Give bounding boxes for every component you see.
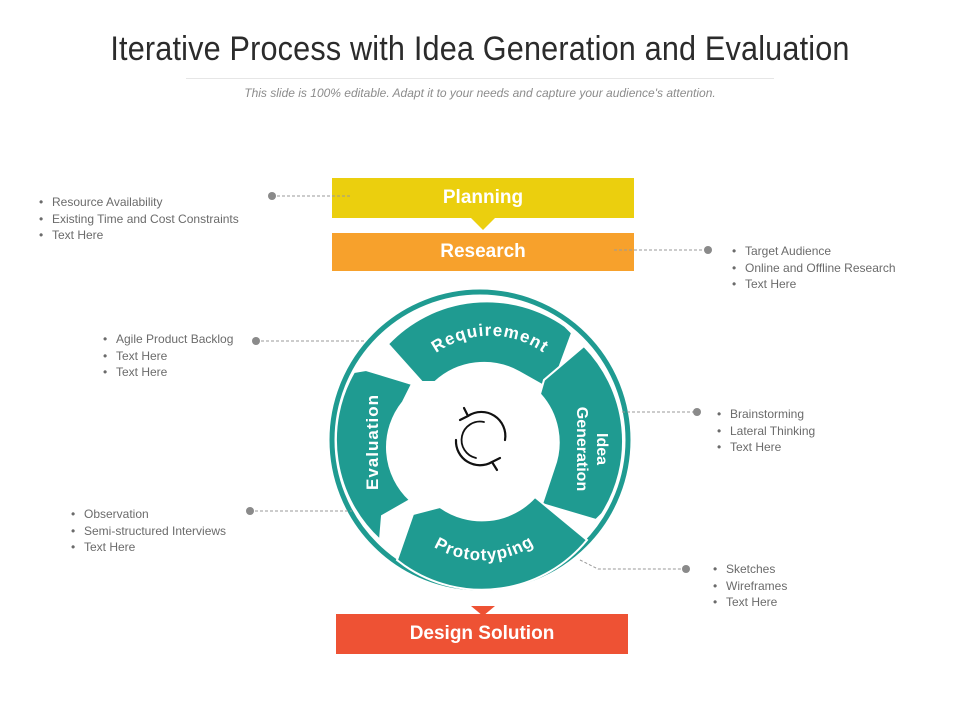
connector-dots [246,192,712,573]
evaluation-notes: Observation Semi-structured Interviews T… [70,506,226,556]
list-item: Text Here [38,227,239,244]
requirement-notes: Agile Product Backlog Text Here Text Her… [102,331,233,381]
list-item: Text Here [102,364,233,381]
evaluation-label: Evaluation [363,394,382,490]
prototyping-segment [395,495,589,591]
connector-lines [250,195,708,570]
prototyping-notes: Sketches Wireframes Text Here [712,561,787,611]
research-notes: Target Audience Online and Offline Resea… [731,243,896,293]
ring-gaps [352,331,609,565]
planning-stage: Planning [332,178,634,218]
list-item: Sketches [712,561,787,578]
page-title: Iterative Process with Idea Generation a… [110,30,850,68]
design-solution-pointer [471,606,495,616]
planning-pointer [471,218,495,230]
list-item: Text Here [70,539,226,556]
list-item: Text Here [716,439,815,456]
idea-generation-segment [538,344,625,522]
list-item: Observation [70,506,226,523]
title-divider [186,78,774,79]
evaluation-segment [334,368,414,543]
list-item: Agile Product Backlog [102,331,233,348]
list-item: Wireframes [712,578,787,595]
research-label: Research [440,241,526,262]
refresh-cycle-icon [454,406,507,472]
planning-notes: Resource Availability Existing Time and … [38,194,239,244]
list-item: Target Audience [731,243,896,260]
list-item: Brainstorming [716,406,815,423]
idea-generation-label-line2: Generation [573,407,590,491]
list-item: Semi-structured Interviews [70,523,226,540]
list-item: Text Here [712,594,787,611]
list-item: Lateral Thinking [716,423,815,440]
idea-generation-notes: Brainstorming Lateral Thinking Text Here [716,406,815,456]
list-item: Text Here [731,276,896,293]
page-subtitle: This slide is 100% editable. Adapt it to… [244,86,716,100]
list-item: Existing Time and Cost Constraints [38,211,239,228]
requirement-segment [386,300,574,392]
research-stage: Research [332,233,634,271]
list-item: Online and Offline Research [731,260,896,277]
list-item: Text Here [102,348,233,365]
idea-generation-label-line1: Idea [593,433,610,465]
list-item: Resource Availability [38,194,239,211]
planning-label: Planning [442,187,524,208]
design-solution-stage: Design Solution [336,614,628,654]
design-solution-label: Design Solution [409,623,555,644]
